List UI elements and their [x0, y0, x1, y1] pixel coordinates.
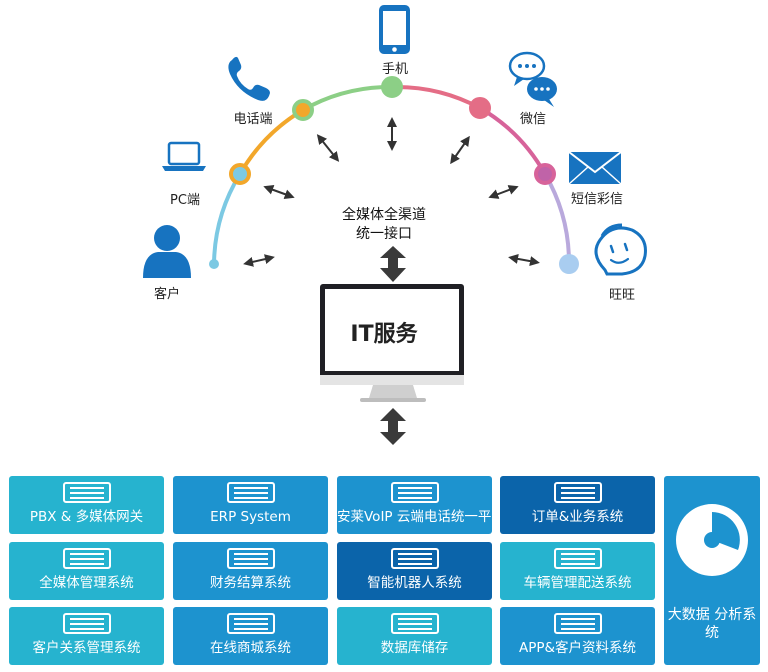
customer-icon — [143, 225, 191, 278]
it-service-title: IT服务 — [350, 322, 418, 347]
server-icon — [553, 613, 602, 634]
system-box: ERP System — [173, 476, 328, 534]
system-label: APP&客户资料系统 — [518, 640, 637, 656]
server-icon — [62, 548, 111, 569]
arc-node-sms — [534, 163, 556, 185]
system-box: PBX & 多媒体网关 — [9, 476, 164, 534]
server-icon — [226, 482, 275, 503]
pie-chart-icon — [676, 504, 748, 576]
server-icon — [226, 613, 275, 634]
system-label: 客户关系管理系统 — [32, 640, 141, 656]
bigdata-box: 大数据 分析系统 — [664, 476, 760, 665]
system-box: 订单&业务系统 — [500, 476, 655, 534]
system-box: 在线商城系统 — [173, 607, 328, 665]
system-box: 客户关系管理系统 — [9, 607, 164, 665]
channel-label-wechat: 微信 — [519, 112, 547, 127]
arc-node-pc — [229, 163, 251, 185]
laptop-icon — [162, 141, 206, 171]
arc-node-phone — [292, 99, 314, 121]
server-icon — [62, 482, 111, 503]
system-label: 数据库储存 — [380, 640, 449, 656]
unified-interface-line1: 全媒体全渠道 — [342, 207, 426, 223]
service-arrow — [380, 408, 406, 445]
unified-interface-label: 全媒体全渠道 统一接口 — [342, 206, 426, 244]
unified-interface-line2: 统一接口 — [356, 226, 412, 242]
system-box: 数据库储存 — [337, 607, 492, 665]
system-box: 全媒体管理系统 — [9, 542, 164, 600]
system-label: 智能机器人系统 — [367, 575, 462, 591]
channel-label-phone: 电话端 — [233, 112, 273, 127]
system-label: 安莱VoIP 云端电话统一平台 — [337, 509, 505, 525]
arc-node-wangwang — [559, 254, 579, 274]
system-label: 订单&业务系统 — [531, 509, 624, 525]
arc-node-mobile — [381, 76, 403, 98]
server-icon — [553, 548, 602, 569]
arc-node-customer — [209, 259, 219, 269]
system-label: 全媒体管理系统 — [39, 575, 134, 591]
server-icon — [553, 482, 602, 503]
wangwang-icon — [594, 223, 647, 276]
server-icon — [226, 548, 275, 569]
channel-label-mobile: 手机 — [381, 62, 409, 77]
system-box: 财务结算系统 — [173, 542, 328, 600]
system-box: 智能机器人系统 — [337, 542, 492, 600]
system-label: 财务结算系统 — [210, 575, 291, 591]
system-label: PBX & 多媒体网关 — [29, 509, 144, 525]
system-box: 安莱VoIP 云端电话统一平台 — [337, 476, 505, 534]
it-service-monitor — [320, 284, 464, 402]
channel-label-customer: 客户 — [153, 287, 181, 302]
server-icon — [390, 613, 439, 634]
channel-label-wangwang: 旺旺 — [608, 288, 636, 303]
system-label: ERP System — [210, 509, 291, 525]
system-box: 车辆管理配送系统 — [500, 542, 655, 600]
mobile-icon — [379, 5, 410, 54]
server-icon — [390, 482, 439, 503]
system-box: APP&客户资料系统 — [500, 607, 655, 665]
channel-arrows — [243, 117, 540, 267]
wechat-icon — [508, 51, 557, 107]
arc-node-wechat — [469, 97, 491, 119]
server-icon — [62, 613, 111, 634]
system-label: 车辆管理配送系统 — [523, 575, 632, 591]
channel-label-pc: PC端 — [170, 193, 200, 208]
system-label: 在线商城系统 — [210, 640, 291, 656]
channel-label-sms: 短信彩信 — [570, 192, 624, 207]
telephone-icon — [228, 56, 270, 101]
envelope-icon — [568, 151, 622, 185]
interface-arrow — [380, 246, 406, 282]
bigdata-label: 大数据 分析系统 — [667, 607, 757, 641]
server-icon — [390, 548, 439, 569]
